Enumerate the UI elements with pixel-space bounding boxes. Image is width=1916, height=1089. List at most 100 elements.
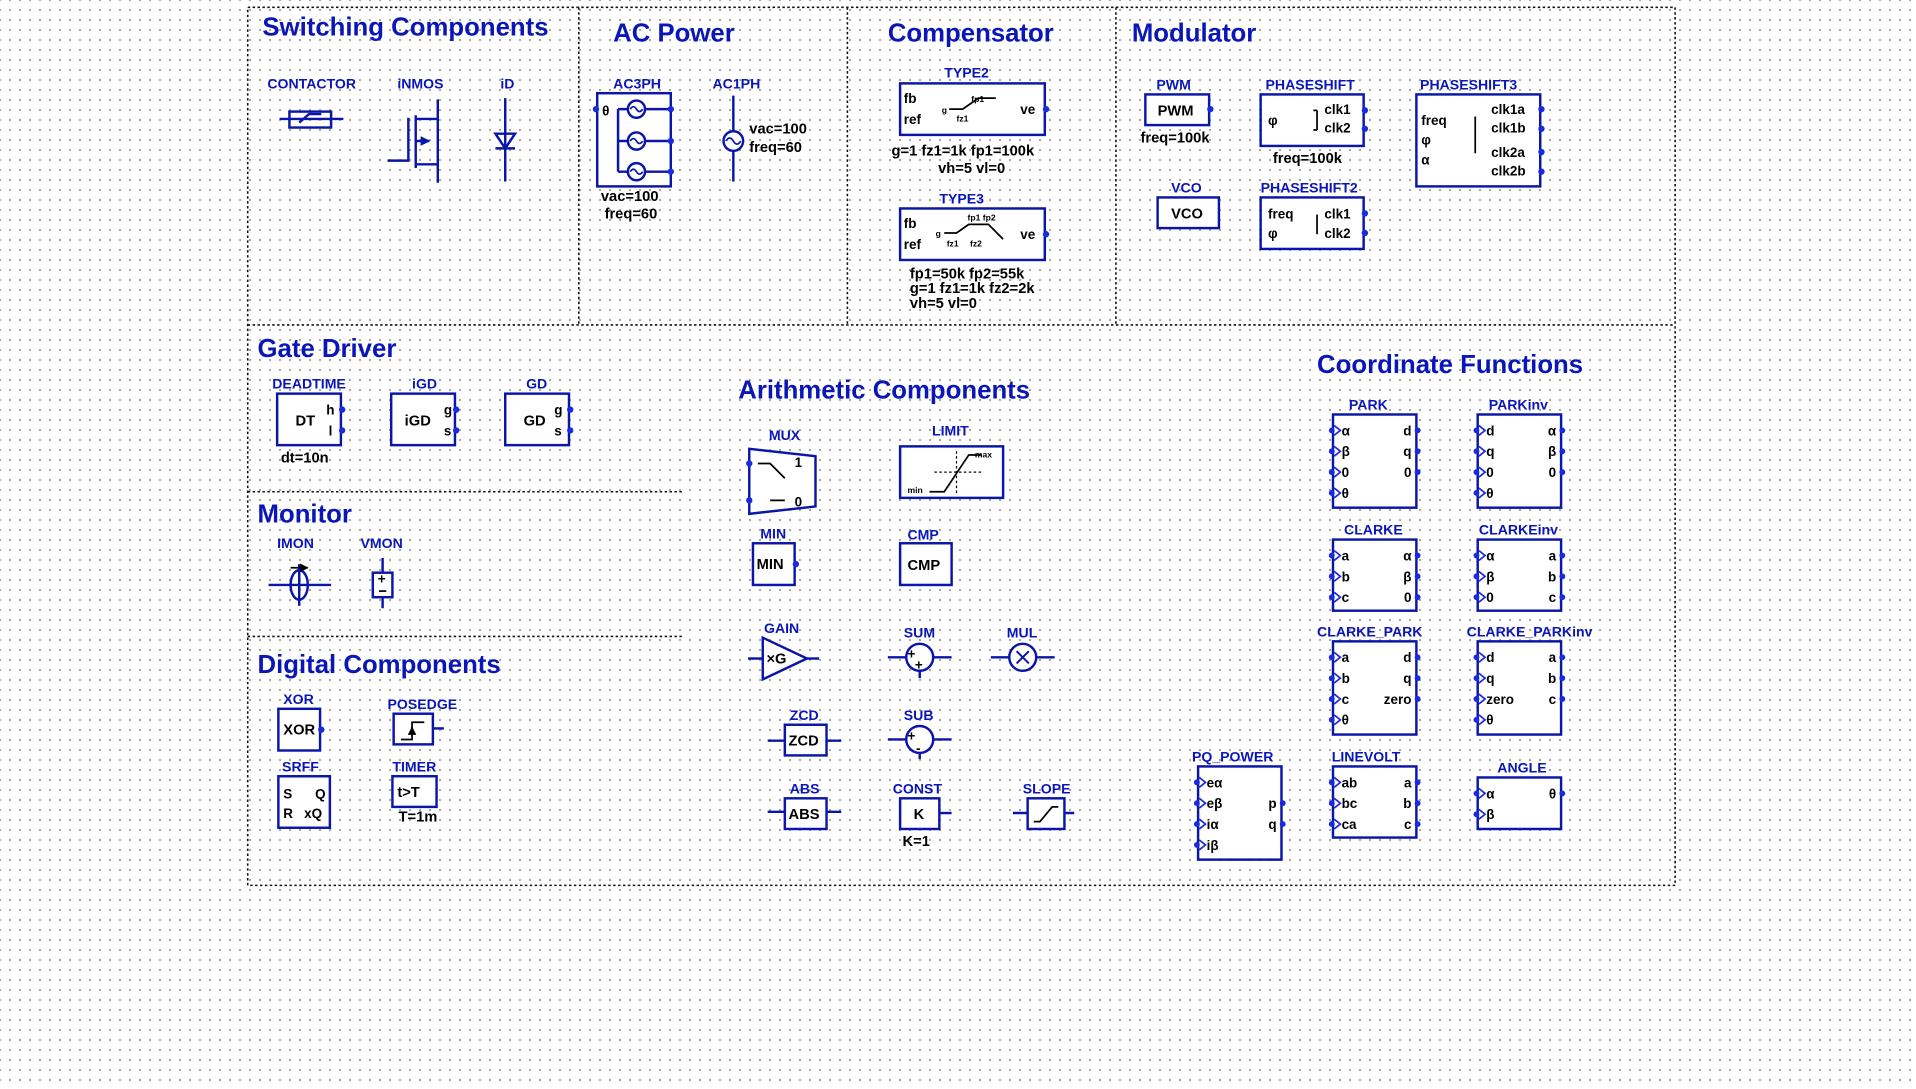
angle-out-port: θ xyxy=(1549,786,1556,801)
phaseshift3-port-clk1a: clk1a xyxy=(1491,102,1525,117)
pwm-body: PWM xyxy=(1158,103,1194,119)
slope-component[interactable]: SLOPE xyxy=(1012,780,1075,831)
pwm-param: freq=100k xyxy=(1140,130,1210,146)
clarkeinv-out-port: b xyxy=(1548,569,1556,584)
limit-min: min xyxy=(907,485,922,495)
section-title-gate-driver: Gate Driver xyxy=(258,335,397,363)
type3-graph-fz2: fz2 xyxy=(970,238,982,248)
pwm-label: PWM xyxy=(1156,77,1190,93)
zcd-component[interactable]: ZCD ZCD xyxy=(767,707,842,757)
pq-power-in-port: iα xyxy=(1207,817,1220,832)
park-in-port: 0 xyxy=(1342,465,1350,480)
srff-port-q: Q xyxy=(315,786,325,801)
gd-port-s: s xyxy=(554,423,562,438)
sum-component[interactable]: SUM ++ xyxy=(887,625,952,679)
srff-label: SRFF xyxy=(282,758,319,774)
ac3ph-theta-port: θ xyxy=(602,103,609,118)
type3-component[interactable]: TYPE3 fb ref ve g fz1 fz2 fp1 fp2 fp1=50… xyxy=(898,191,1050,312)
diode-component[interactable]: iD xyxy=(493,75,518,182)
limit-label: LIMIT xyxy=(932,422,969,438)
vco-label: VCO xyxy=(1171,180,1202,196)
phaseshift3-port-clk1b: clk1b xyxy=(1491,120,1525,135)
igd-component[interactable]: iGD iGD g s xyxy=(389,376,460,447)
imon-component[interactable]: IMON xyxy=(268,535,332,606)
zcd-label: ZCD xyxy=(790,707,819,723)
inmos-component[interactable]: iNMOS xyxy=(387,75,444,183)
cmp-label: CMP xyxy=(907,527,938,543)
type3-port-ve: ve xyxy=(1020,227,1035,242)
vco-component[interactable]: VCO VCO xyxy=(1156,180,1221,230)
srff-component[interactable]: SRFF S R Q xQ xyxy=(277,758,332,829)
parkinv-in-port: q xyxy=(1486,444,1494,459)
park-out-port: q xyxy=(1403,444,1411,459)
pq-power-in-port: iβ xyxy=(1207,838,1219,853)
svg-text:+: + xyxy=(378,572,386,587)
gain-body: ×G xyxy=(766,651,786,667)
pwm-component[interactable]: PWM PWM freq=100k xyxy=(1140,77,1214,147)
parkinv-in-port: d xyxy=(1486,423,1494,438)
mul-label: MUL xyxy=(1007,625,1038,641)
min-label: MIN xyxy=(760,525,786,541)
ac3ph-component[interactable]: AC3PH θ vac=100 freq=60 xyxy=(592,75,674,222)
clarke-parkinv-out-port: c xyxy=(1549,692,1557,707)
min-component[interactable]: MIN MIN xyxy=(751,525,800,587)
type2-graph-fz1: fz1 xyxy=(957,113,969,123)
ac3ph-param-freq: freq=60 xyxy=(605,206,658,222)
mux-label: MUX xyxy=(769,427,801,443)
clarkeinv-label: CLARKEinv xyxy=(1479,522,1558,538)
const-component[interactable]: CONST K K=1 xyxy=(893,780,952,850)
clarke-park-in-port: θ xyxy=(1342,713,1349,728)
limit-component[interactable]: LIMIT max min xyxy=(898,422,1005,500)
phaseshift-component[interactable]: PHASESHIFT φ clk1 clk2 freq=100k xyxy=(1259,77,1369,168)
clarke-parkinv-in-port: zero xyxy=(1486,692,1514,707)
type2-port-fb: fb xyxy=(904,91,917,106)
cmp-component[interactable]: CMP CMP xyxy=(898,527,953,587)
timer-param: T=1m xyxy=(399,810,438,826)
deadtime-body: DT xyxy=(296,414,316,430)
phaseshift-label: PHASESHIFT xyxy=(1266,77,1356,93)
clarke-parkinv-in-port: d xyxy=(1486,650,1494,665)
zcd-body: ZCD xyxy=(789,734,819,750)
timer-label: TIMER xyxy=(392,758,436,774)
contactor-label: CONTACTOR xyxy=(267,75,356,91)
slope-label: SLOPE xyxy=(1023,780,1071,796)
mul-component[interactable]: MUL xyxy=(990,625,1055,673)
posedge-component[interactable]: POSEDGE xyxy=(388,696,458,746)
mux-component[interactable]: MUX 1 0 xyxy=(746,427,817,516)
sub-component[interactable]: SUB +- xyxy=(887,707,952,760)
xor-component[interactable]: XOR XOR xyxy=(277,691,325,752)
deadtime-component[interactable]: DEADTIME DT h l dt=10n xyxy=(272,376,346,467)
phaseshift2-port-phi: φ xyxy=(1268,226,1278,241)
imon-label: IMON xyxy=(277,535,314,551)
section-title-modulator: Modulator xyxy=(1132,20,1256,48)
svg-text:+: + xyxy=(907,647,915,662)
abs-component[interactable]: ABS ABS xyxy=(767,780,842,831)
timer-component[interactable]: TIMER t>T T=1m xyxy=(391,758,438,826)
posedge-label: POSEDGE xyxy=(388,696,458,712)
deadtime-label: DEADTIME xyxy=(272,376,346,392)
contactor-component[interactable]: CONTACTOR xyxy=(267,75,356,129)
gd-component[interactable]: GD GD g s xyxy=(504,376,574,447)
gd-label: GD xyxy=(526,376,547,392)
type2-component[interactable]: TYPE2 fb ref ve g fz1 fp1 g=1 fz1=1k fp1… xyxy=(892,64,1050,177)
sub-label: SUB xyxy=(904,707,934,723)
angle-label: ANGLE xyxy=(1497,760,1546,776)
gain-component[interactable]: GAIN ×G xyxy=(748,620,820,682)
vmon-label: VMON xyxy=(361,535,403,551)
ac1ph-component[interactable]: AC1PH vac=100 freq=60 xyxy=(712,75,807,182)
vmon-component[interactable]: VMON + xyxy=(361,535,403,609)
phaseshift2-component[interactable]: PHASESHIFT2 freq φ clk1 clk2 xyxy=(1259,180,1369,251)
phaseshift3-component[interactable]: PHASESHIFT3 freq φ α clk1a clk1b clk2a c… xyxy=(1415,77,1545,188)
phaseshift3-port-clk2b: clk2b xyxy=(1491,163,1525,178)
phaseshift-param: freq=100k xyxy=(1273,151,1343,167)
clarke-parkinv-out-port: b xyxy=(1548,671,1556,686)
